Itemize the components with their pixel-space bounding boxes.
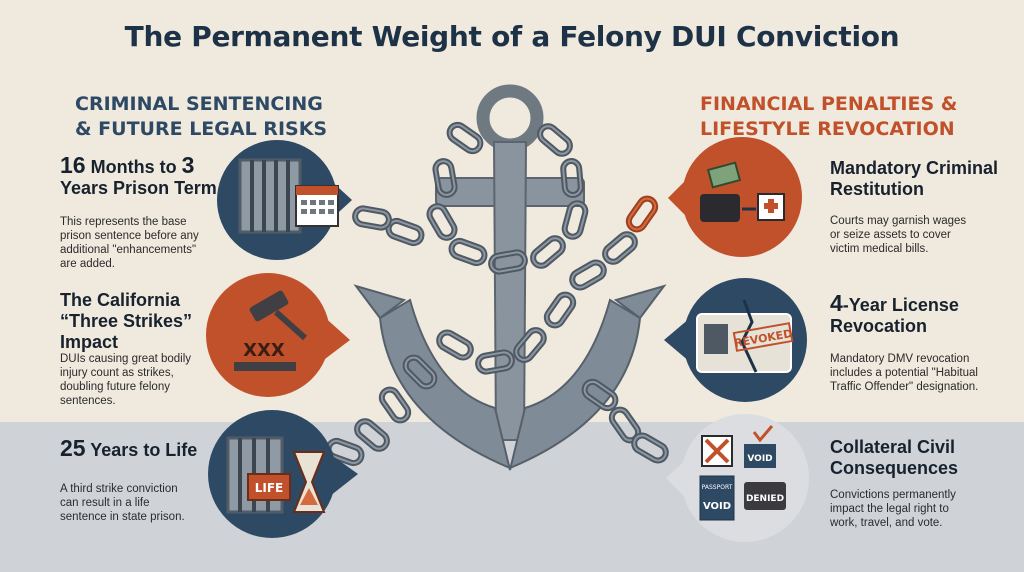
right-item-2-desc-line: includes a potential "Habitual — [830, 367, 978, 379]
left-item-2-desc-line: injury count as strikes, — [60, 367, 174, 379]
right-item-3-desc-line: Convictions permanently — [830, 489, 956, 501]
left-item-2-line2: “Three Strikes” — [60, 311, 193, 331]
left-item-3-num: 25 — [60, 435, 86, 461]
left-item-2-desc-line: DUIs causing great bodily — [60, 353, 192, 365]
right-item-2-desc-line: Traffic Offender" designation. — [830, 381, 979, 393]
left-item-1-desc-line: This represents the base — [60, 216, 187, 228]
right-item-1-desc-line: victim medical bills. — [830, 243, 929, 255]
gavel-icon: XXX — [206, 273, 350, 397]
right-section-heading: FINANCIAL PENALTIES & LIFESTYLE REVOCATI… — [700, 92, 960, 142]
revoked-license-icon: REVOKED — [664, 278, 807, 402]
life-hourglass-icon: LIFE — [208, 410, 358, 538]
left-item-2-desc-line: sentences. — [60, 395, 116, 407]
left-item-2-heading: The California “Three Strikes” Impact — [60, 290, 220, 353]
page-title: The Permanent Weight of a Felony DUI Con… — [124, 20, 900, 53]
left-item-1-desc-line: prison sentence before any — [60, 230, 199, 242]
left-item-1-heading: 16 Months to 3 Years Prison Term — [60, 152, 230, 199]
left-item-1-text-b: Months to — [85, 157, 182, 177]
right-item-3-desc-line: work, travel, and vote. — [830, 517, 943, 529]
left-item-3-text: Years to Life — [85, 440, 198, 460]
right-item-1-line2: Restitution — [830, 179, 924, 199]
right-item-2-heading: 4-Year License Revocation — [830, 290, 1010, 337]
right-item-1-heading: Mandatory Criminal Restitution — [830, 158, 1010, 200]
right-item-2-text: -Year License — [842, 295, 959, 315]
right-item-1-desc: Courts may garnish wages or seize assets… — [830, 214, 1010, 256]
right-item-1-desc-line: or seize assets to cover — [830, 229, 951, 241]
prison-calendar-icon — [217, 140, 352, 260]
life-label: LIFE — [255, 481, 284, 495]
civil-consequences-icon: VOID PASSPORT VOID DENIED — [666, 414, 809, 542]
right-item-3-line1: Collateral Civil — [830, 437, 956, 457]
left-item-3-desc-line: sentence in state prison. — [60, 511, 185, 523]
left-item-3-desc-line: A third strike conviction — [60, 483, 178, 495]
anchor-icon — [353, 84, 667, 471]
bottom-band — [0, 422, 1024, 572]
left-item-1-desc-line: additional "enhancements" — [60, 244, 197, 256]
right-item-2-desc: Mandatory DMV revocation includes a pote… — [830, 352, 1015, 394]
left-item-2-desc: DUIs causing great bodily injury count a… — [60, 352, 220, 408]
right-heading-line1: FINANCIAL PENALTIES & — [700, 93, 958, 115]
right-heading-line2: LIFESTYLE REVOCATION — [700, 118, 955, 140]
left-item-2-line3: Impact — [60, 332, 119, 352]
passport-label: PASSPORT — [702, 484, 733, 491]
xxx-label: XXX — [243, 340, 285, 361]
left-item-3-desc: A third strike conviction can result in … — [60, 482, 220, 524]
left-item-3-heading: 25 Years to Life — [60, 435, 230, 461]
left-item-1-desc: This represents the base prison sentence… — [60, 215, 220, 271]
right-item-3-desc-line: impact the legal right to — [830, 503, 949, 515]
void-label-2: VOID — [703, 501, 731, 512]
left-item-3-desc-line: can result in a life — [60, 497, 150, 509]
right-item-3-heading: Collateral Civil Consequences — [830, 437, 1010, 479]
denied-label: DENIED — [746, 494, 784, 504]
void-label-1: VOID — [747, 454, 772, 464]
left-item-1-line2: Years Prison Term — [60, 178, 217, 198]
right-item-1-line1: Mandatory Criminal — [830, 158, 999, 178]
right-item-3-desc: Convictions permanently impact the legal… — [830, 488, 1010, 530]
left-item-1-num-c: 3 — [181, 152, 195, 178]
right-item-1-desc-line: Courts may garnish wages — [830, 215, 967, 227]
left-heading-line1: CRIMINAL SENTENCING — [75, 93, 323, 115]
left-heading-line2: & FUTURE LEGAL RISKS — [75, 118, 328, 140]
left-item-1-desc-line: are added. — [60, 258, 115, 270]
right-item-2-line2: Revocation — [830, 316, 928, 336]
wallet-hospital-icon — [668, 137, 802, 257]
right-item-3-line2: Consequences — [830, 458, 959, 478]
left-item-2-desc-line: doubling future felony — [60, 381, 170, 393]
left-item-1-num-a: 16 — [60, 152, 86, 178]
right-item-2-desc-line: Mandatory DMV revocation — [830, 353, 970, 365]
right-item-2-num: 4 — [830, 290, 843, 316]
left-item-2-line1: The California — [60, 290, 181, 310]
left-section-heading: CRIMINAL SENTENCING & FUTURE LEGAL RISKS — [75, 92, 335, 142]
